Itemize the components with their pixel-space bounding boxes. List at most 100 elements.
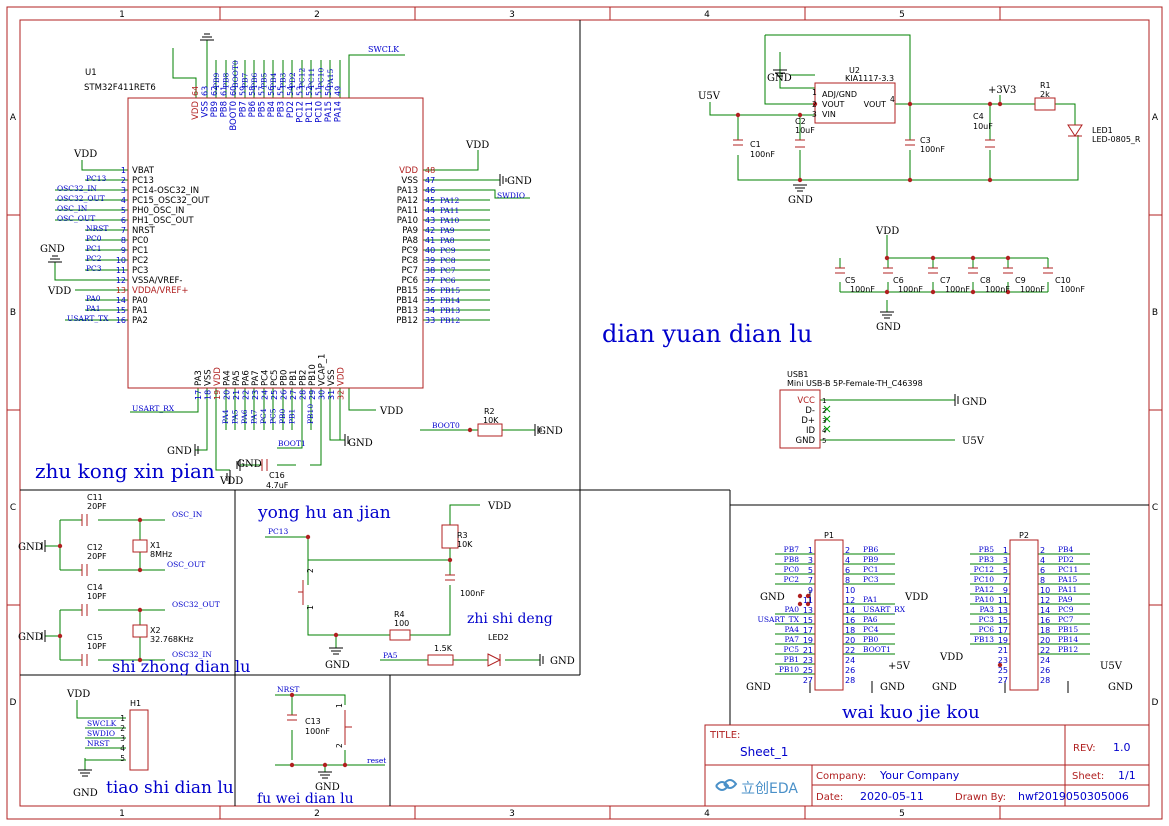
mcu-top-pin-number: 55 bbox=[277, 86, 286, 96]
mcu-bottom-pin-number: 27 bbox=[289, 390, 298, 400]
header-pin-number: 12 bbox=[1040, 596, 1050, 605]
drawn-by-label: Drawn By: bbox=[955, 792, 1006, 803]
header-pin-number: 28 bbox=[845, 676, 855, 685]
rev-value: 1.0 bbox=[1113, 741, 1131, 754]
x1-body bbox=[132, 539, 148, 553]
header-pin-number: 1 bbox=[808, 546, 813, 555]
mcu-right-net-label: PC7 bbox=[440, 266, 456, 275]
header-pin-number: 23 bbox=[803, 656, 813, 665]
title-label: TITLE: bbox=[709, 730, 740, 741]
mcu-top-pin-name: PC12 bbox=[296, 101, 306, 123]
header-net-label: PC1 bbox=[863, 565, 879, 574]
mcu-bottom-net-label: PC4 bbox=[259, 408, 268, 424]
mcu-top-net-label: PB3 bbox=[279, 72, 288, 88]
header-net-label: PC0 bbox=[783, 565, 799, 574]
mcu-right-pin-number: 44 bbox=[425, 206, 435, 215]
mcu-bottom-pin-number: 31 bbox=[327, 390, 336, 400]
mcu-right-pin-number: 34 bbox=[425, 306, 435, 315]
header-pin-number: 23 bbox=[998, 656, 1008, 665]
sw2-pin-number: 2 bbox=[335, 743, 344, 748]
section-title-led: zhi shi deng bbox=[467, 611, 553, 627]
u5v-label: U5V bbox=[1100, 661, 1123, 672]
r4-body bbox=[389, 629, 411, 641]
vdd-label: VDD bbox=[47, 286, 71, 297]
decoupling-cap-value: 100nF bbox=[1020, 285, 1045, 294]
led1-symbol bbox=[1067, 124, 1083, 137]
mcu-left-net-label: PA0 bbox=[86, 294, 101, 303]
mcu-left-pin-number: 12 bbox=[116, 276, 126, 285]
section-title-debug: tiao shi dian lu bbox=[106, 778, 234, 798]
no-connect-marks bbox=[823, 405, 831, 433]
regulator-body bbox=[814, 82, 896, 124]
mcu-left-pin-name: VSSA/VREF- bbox=[132, 276, 183, 286]
net-label-pc13: PC13 bbox=[268, 527, 289, 536]
mcu-right-pin-name: PA9 bbox=[402, 226, 418, 236]
r3-body bbox=[441, 524, 459, 549]
r4-value: 100 bbox=[394, 619, 409, 628]
x1-value: 8MHz bbox=[150, 550, 172, 559]
mcu-left-pin-name: VBAT bbox=[132, 166, 155, 176]
mcu-bottom-pin-name: PA5 bbox=[232, 370, 242, 386]
mcu-top-pin-number: 53 bbox=[296, 86, 305, 96]
net-label-osc32-out: OSC32_OUT bbox=[172, 600, 220, 609]
header-pin-number: 4 bbox=[845, 556, 850, 565]
u5v-label: U5V bbox=[698, 91, 721, 102]
decoupling-cap-ref: C7 bbox=[940, 276, 951, 285]
mcu-top-pin-number: 62 bbox=[210, 86, 219, 96]
decoupling-cap-value: 100nF bbox=[898, 285, 923, 294]
c14-ref: C14 bbox=[87, 583, 103, 592]
vdd-label: VDD bbox=[219, 476, 243, 487]
net-label-osc32-in: OSC32_IN bbox=[172, 650, 212, 659]
header-net-label: PB6 bbox=[863, 545, 879, 554]
mcu-right-net-label: PA11 bbox=[440, 206, 459, 215]
mcu-right-pin-number: 39 bbox=[425, 256, 435, 265]
lcsc-logo bbox=[715, 779, 738, 791]
header-pin-number: 18 bbox=[1040, 626, 1050, 635]
vdd-label: VDD bbox=[939, 652, 963, 663]
mcu-left-net-label: OSC_OUT bbox=[57, 214, 95, 223]
mcu-left-net-label: PC2 bbox=[86, 254, 102, 263]
gnd-label: GND bbox=[348, 438, 373, 449]
usb-pin-number: 5 bbox=[822, 437, 826, 445]
mcu-bottom-pin-name: PC4 bbox=[261, 370, 271, 386]
mcu-right-pin-name: PA10 bbox=[397, 216, 418, 226]
gnd-label: GND bbox=[40, 244, 65, 255]
header-pin-number: 25 bbox=[803, 666, 813, 675]
c15-ref: C15 bbox=[87, 633, 103, 642]
mcu-bottom-pin-number: 26 bbox=[280, 390, 289, 400]
mcu-left-net-label: USART_TX bbox=[67, 314, 109, 323]
mcu-bottom-pin-name: VCAP_1 bbox=[318, 354, 328, 386]
mcu-left-pin-number: 15 bbox=[116, 306, 126, 315]
x2-value: 32.768KHz bbox=[150, 635, 193, 644]
zone-letter-left: B bbox=[10, 308, 16, 318]
x2-body bbox=[132, 624, 148, 638]
vdd-label: VDD bbox=[73, 149, 97, 160]
led1-part: LED-0805_R bbox=[1092, 135, 1141, 144]
mcu-top-pin-number: 57 bbox=[258, 86, 267, 96]
mcu-left-pin-name: PA2 bbox=[132, 316, 148, 326]
mcu-left-net-label: PC1 bbox=[86, 244, 102, 253]
header-pin-number: 13 bbox=[998, 606, 1008, 615]
c13-ref: C13 bbox=[305, 717, 321, 726]
mcu-left-pin-number: 7 bbox=[121, 226, 126, 235]
header-pin-number: 10 bbox=[845, 586, 855, 595]
header-pin-number: 5 bbox=[1003, 566, 1008, 575]
u2-pin-number: 3 bbox=[812, 110, 817, 119]
h1-pin-number: 1 bbox=[120, 714, 125, 723]
mcu-right-net-label: PB14 bbox=[440, 296, 460, 305]
header-pin-number: 9 bbox=[808, 586, 813, 595]
mcu-left-pin-number: 2 bbox=[121, 176, 126, 185]
mcu-top-net-label: PB4 bbox=[269, 72, 278, 88]
mcu-right-pin-number: 40 bbox=[425, 246, 435, 255]
mcu-top-pin-number: 51 bbox=[315, 86, 324, 96]
mcu-left-pin-number: 5 bbox=[121, 206, 126, 215]
gnd-label: GND bbox=[932, 682, 957, 693]
junctions bbox=[57, 101, 1011, 768]
mcu-top-net-label: PC12 bbox=[298, 67, 307, 88]
x1-ref: X1 bbox=[150, 541, 161, 550]
mcu-bottom-pin-name: PB2 bbox=[299, 370, 309, 386]
u2-part: KIA1117-3.3 bbox=[845, 74, 894, 83]
header-pin-number: 21 bbox=[803, 646, 813, 655]
mcu-top-pin-number: 54 bbox=[286, 86, 295, 96]
u2-pin-vout-right: VOUT bbox=[864, 100, 886, 109]
